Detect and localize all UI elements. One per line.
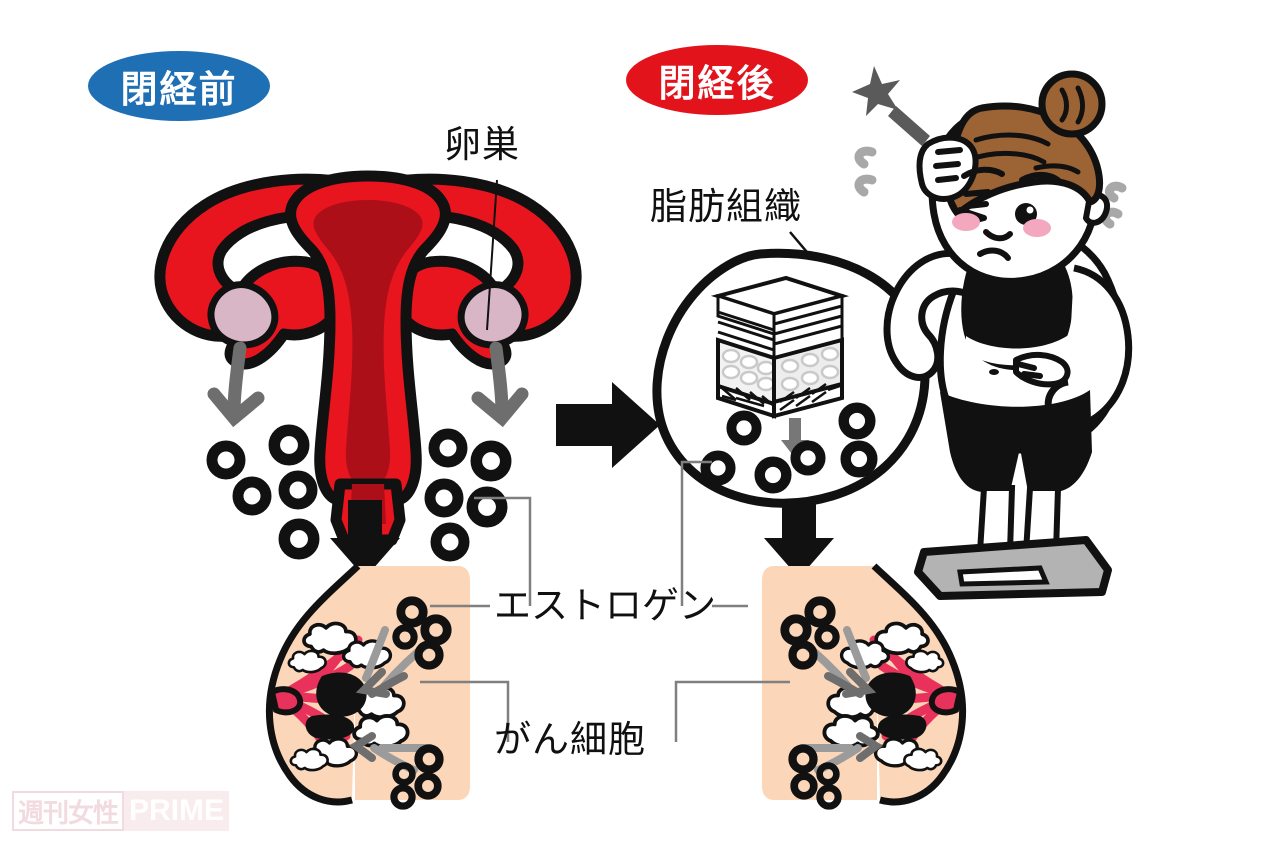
postmenopause-badge-label: 閉経後	[658, 63, 776, 104]
fat-tissue-leader-line	[789, 231, 813, 259]
ovary-label: 卵巣	[444, 124, 520, 165]
nipple-left	[268, 686, 304, 716]
scale-display	[957, 565, 1050, 587]
fat-tissue-label: 脂肪組織	[650, 186, 802, 227]
bathroom-scale	[914, 536, 1112, 600]
tumor-left-2	[305, 714, 355, 740]
ovary-arrow-left	[207, 341, 265, 428]
breast-cross-section-right	[762, 563, 967, 806]
hair-bun	[1038, 70, 1106, 138]
uterus-illustration	[154, 170, 582, 546]
estrogen-leader-lines	[430, 460, 748, 608]
navel-detail	[989, 369, 999, 375]
publisher-watermark: 週刊女性 PRIME	[12, 791, 230, 831]
mouth	[977, 247, 1011, 261]
postmenopause-badge: 閉経後	[626, 45, 808, 115]
cheek-left	[952, 213, 980, 231]
flow-arrow-down-left	[330, 500, 400, 578]
woman-on-scale-illustration	[852, 66, 1133, 600]
hand-on-belly	[1013, 352, 1071, 388]
sparkle-icon	[852, 66, 930, 146]
cheek-right	[1023, 219, 1051, 237]
ovary-leader-line	[486, 179, 498, 331]
face-features	[952, 166, 1063, 261]
premenopause-badge: 閉経前	[88, 51, 270, 121]
ovary-arrow-right	[471, 341, 529, 428]
hand-at-temple	[916, 134, 979, 202]
flow-arrow-right	[556, 382, 660, 468]
watermark-en-text: PRIME	[124, 791, 230, 831]
tumor-right	[865, 672, 916, 717]
tumor-left	[316, 672, 367, 717]
flow-arrow-down-right	[764, 500, 834, 578]
cancer-cell-label: がん細胞	[494, 719, 646, 760]
premenopause-badge-label: 閉経前	[120, 69, 238, 110]
fat-tissue-cube	[710, 275, 850, 419]
estrogen-label: エストロゲン	[494, 585, 716, 626]
breast-cross-section-left	[265, 563, 470, 806]
stress-mark-left	[854, 146, 877, 197]
ovary-left	[207, 281, 279, 349]
watermark-jp-text: 週刊女性	[12, 791, 125, 831]
cancer-cell-leader-lines	[420, 680, 790, 742]
ovary-right	[457, 281, 529, 349]
fat-tissue-bubble	[652, 248, 930, 508]
